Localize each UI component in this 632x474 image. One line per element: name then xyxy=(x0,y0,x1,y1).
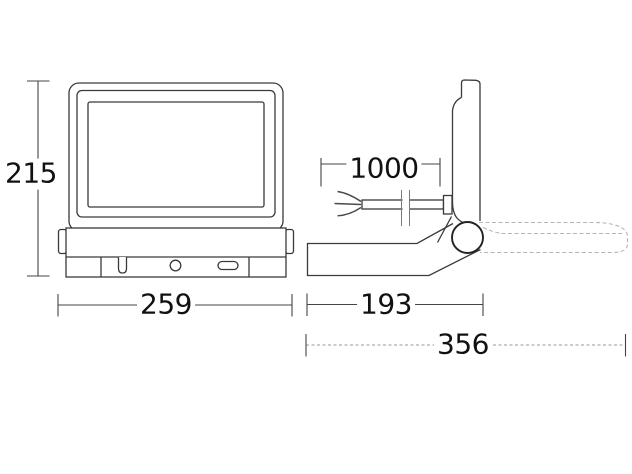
phantom-outline xyxy=(479,221,629,254)
overall-depth-dimension-label: 356 xyxy=(434,329,492,361)
side-view xyxy=(306,79,629,277)
head-frame xyxy=(76,89,276,218)
cable-break-gap xyxy=(402,198,409,211)
mount-arm xyxy=(306,222,481,277)
right-mount-tab xyxy=(284,228,295,255)
arm-depth-dimension-label: 193 xyxy=(357,289,415,321)
left-mount-tab xyxy=(57,228,68,255)
front-view xyxy=(57,82,295,278)
wire-top xyxy=(337,190,362,203)
wire-ends xyxy=(334,190,362,217)
phantom-position xyxy=(479,221,629,254)
cable-length-dimension-label: 1000 xyxy=(346,153,422,185)
keyhole-slot xyxy=(117,257,128,274)
head-outer-housing xyxy=(68,82,284,232)
phantom-inner-line xyxy=(482,226,622,235)
side-rear-housing xyxy=(460,79,481,221)
lens-panel xyxy=(87,101,265,208)
dimension-lines xyxy=(27,80,627,357)
round-hole xyxy=(169,259,182,272)
oval-opening xyxy=(217,260,239,271)
cable-connector xyxy=(442,194,453,215)
side-bottom-diagonal xyxy=(436,216,453,243)
height-dimension-label: 215 xyxy=(2,158,60,190)
wire-bottom xyxy=(337,206,362,217)
wire-middle xyxy=(334,202,362,206)
side-front-face xyxy=(451,96,464,224)
hinge-knuckle xyxy=(451,221,484,254)
width-dimension-label: 259 xyxy=(137,289,195,321)
